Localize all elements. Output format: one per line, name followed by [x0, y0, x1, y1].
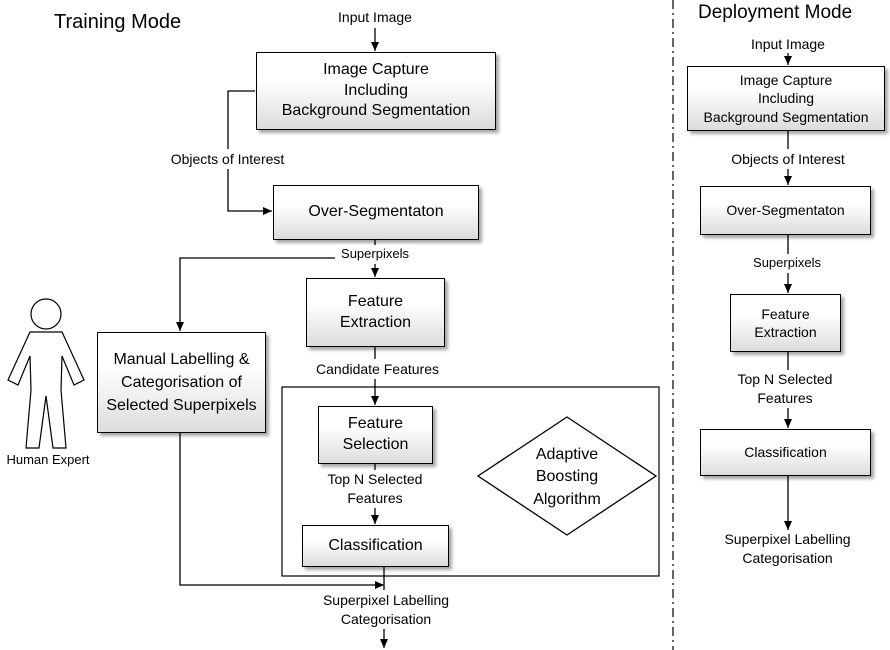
manual-line-2: Categorisation of: [121, 373, 242, 391]
training-oversegmentation-box: Over-Segmentaton: [273, 185, 479, 240]
selection-line-1: Feature: [347, 415, 404, 433]
deployment-classification-box: Classification: [700, 429, 871, 476]
manual-labelling-box: Manual Labelling & Categorisation of Sel…: [97, 332, 266, 433]
dep-output-line-2: Categorisation: [742, 549, 833, 566]
deployment-image-capture-box: Image Capture Including Background Segme…: [687, 66, 885, 131]
classification-label: Classification: [328, 536, 423, 554]
edge-superpixels-manual: [176, 257, 375, 331]
dep-capture-line-3: Background Segmentation: [703, 108, 869, 125]
dep-output-line-1: Superpixel Labelling: [724, 531, 851, 547]
dep-classification-label: Classification: [744, 444, 827, 461]
output-line-2: Categorisation: [340, 610, 432, 627]
training-feature-extraction-box: Feature Extraction: [306, 278, 445, 347]
deployment-oversegmentation-box: Over-Segmentaton: [700, 186, 871, 235]
output-line-1: Superpixel Labelling: [322, 592, 450, 608]
dep-topn-line-2: Features: [757, 389, 813, 406]
dep-capture-line-2: Including: [757, 90, 815, 107]
dep-overseg-label: Over-Segmentaton: [726, 202, 845, 219]
adaptive-line-3: Algorithm: [533, 490, 601, 508]
adaptive-line-2: Boosting: [535, 468, 599, 486]
manual-line-1: Manual Labelling &: [113, 350, 250, 368]
deployment-feature-extraction-box: Feature Extraction: [730, 294, 841, 352]
adaptive-boosting-diamond: [476, 416, 658, 536]
training-candidate-label: Candidate Features: [305, 359, 450, 380]
deployment-input-label: Input Image: [751, 36, 825, 52]
deployment-superpixels-label: Superpixels: [745, 254, 829, 273]
training-objects-label: Objects of Interest: [160, 149, 295, 170]
capture-line-1: Image Capture: [323, 60, 429, 78]
manual-line-3: Selected Superpixels: [106, 397, 257, 415]
ensemble-container: [281, 386, 660, 577]
human-expert-icon: [7, 298, 85, 449]
deployment-mode-title: Deployment Mode: [698, 2, 853, 23]
training-classification-box: Classification: [302, 525, 449, 567]
topn-line-2: Features: [347, 489, 403, 506]
extraction-line-1: Feature: [347, 292, 404, 310]
adaptive-line-1: Adaptive: [535, 446, 599, 463]
training-topn-label: Top N Selected Features: [310, 470, 440, 508]
selection-line-2: Selection: [342, 436, 409, 453]
capture-line-2: Including: [343, 81, 409, 99]
feature-selection-box: Feature Selection: [318, 406, 433, 464]
extraction-line-2: Extraction: [339, 313, 412, 331]
dep-extraction-line-2: Extraction: [754, 324, 817, 340]
dep-extraction-line-1: Feature: [761, 305, 810, 322]
overseg-label: Over-Segmentaton: [308, 203, 444, 221]
human-expert-label: Human Expert: [6, 452, 90, 467]
training-output-label: Superpixel Labelling Categorisation: [306, 591, 466, 629]
training-input-label: Input Image: [338, 9, 412, 25]
training-mode-title: Training Mode: [54, 11, 182, 33]
deployment-topn-label: Top N Selected Features: [725, 370, 845, 408]
topn-line-1: Top N Selected: [327, 471, 423, 487]
dep-capture-line-1: Image Capture: [739, 72, 833, 89]
training-superpixels-label: Superpixels: [335, 245, 415, 264]
training-image-capture-box: Image Capture Including Background Segme…: [256, 52, 496, 130]
edge-manual-output: [179, 433, 384, 589]
deployment-objects-label: Objects of Interest: [718, 149, 858, 170]
dep-topn-line-1: Top N Selected: [737, 371, 833, 387]
capture-line-3: Background Segmentation: [281, 102, 471, 120]
adaptive-boosting-label: Adaptive Boosting Algorithm: [507, 444, 627, 511]
deployment-output-label: Superpixel Labelling Categorisation: [705, 530, 870, 568]
